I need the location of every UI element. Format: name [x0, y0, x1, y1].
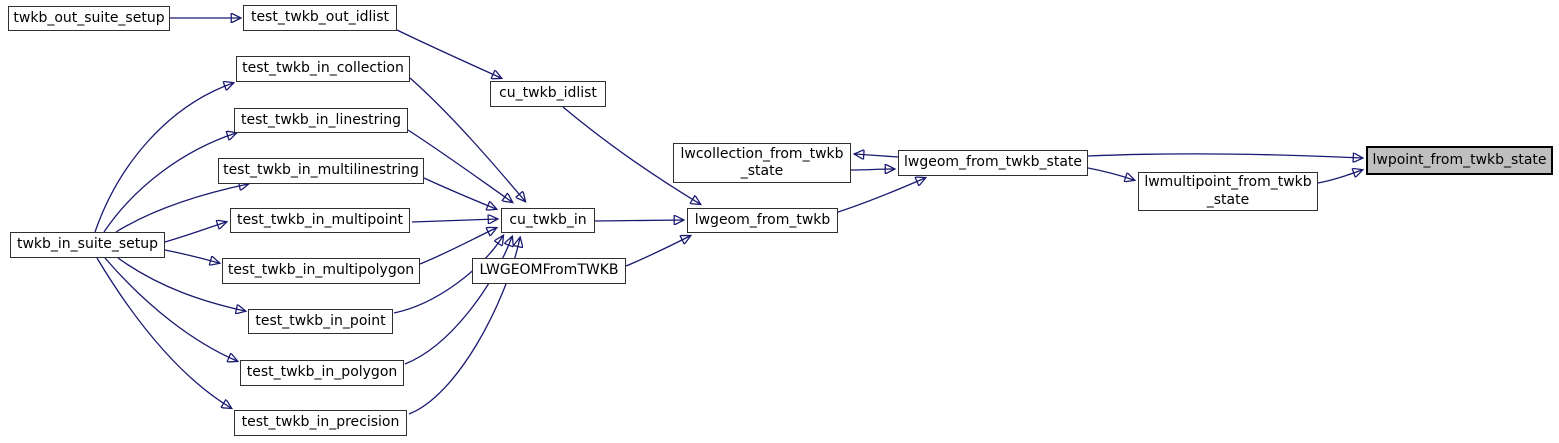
edge-twkb_in_suite_setup-test_twkb_in_multipolygon: [164, 249, 219, 263]
edge-twkb_in_suite_setup-test_twkb_in_linestring: [103, 133, 236, 233]
node-test_twkb_in_point[interactable]: test_twkb_in_point: [248, 309, 393, 334]
node-test_twkb_in_multipolygon[interactable]: test_twkb_in_multipolygon: [222, 258, 420, 284]
edge-test_twkb_in_linestring-cu_twkb_in: [407, 129, 512, 202]
node-twkb_out_suite_setup[interactable]: twkb_out_suite_setup: [8, 6, 170, 31]
node-cu_twkb_in[interactable]: cu_twkb_in: [501, 208, 595, 233]
node-label: twkb_in_suite_setup: [16, 236, 158, 253]
node-label: test_twkb_in_multipoint: [236, 211, 404, 228]
edge-lwgeom_from_twkb_state-lwpoint_from_twkb_state: [1087, 154, 1362, 158]
node-test_twkb_in_polygon[interactable]: test_twkb_in_polygon: [240, 360, 404, 386]
node-test_twkb_in_multipoint[interactable]: test_twkb_in_multipoint: [230, 208, 410, 233]
node-lwmultipoint_from_twkb_state[interactable]: lwmultipoint_from_twkb _state: [1138, 172, 1318, 211]
edge-twkb_in_suite_setup-test_twkb_in_collection: [94, 83, 233, 233]
node-cu_twkb_idlist[interactable]: cu_twkb_idlist: [490, 81, 606, 107]
node-label: lwpoint_from_twkb_state: [1372, 151, 1547, 168]
edge-twkb_in_suite_setup-test_twkb_in_precision: [96, 257, 231, 408]
edge-lwmultipoint_from_twkb_state-lwpoint_from_twkb_state: [1317, 170, 1362, 184]
node-label: test_twkb_in_multipolygon: [227, 262, 415, 279]
edge-twkb_in_suite_setup-test_twkb_in_multipoint: [164, 222, 226, 243]
edge-twkb_in_suite_setup-test_twkb_in_polygon: [104, 257, 237, 361]
node-label: test_twkb_in_polygon: [246, 364, 398, 381]
node-label: cu_twkb_in: [509, 211, 587, 228]
node-label: lwmultipoint_from_twkb _state: [1144, 174, 1312, 208]
node-label: lwcollection_from_twkb _state: [680, 145, 844, 180]
node-label: lwgeom_from_twkb: [694, 211, 831, 228]
node-test_twkb_in_collection[interactable]: test_twkb_in_collection: [236, 56, 410, 82]
node-label: cu_twkb_idlist: [499, 85, 597, 102]
edge-lwcollection_from_twkb_state-lwgeom_from_twkb_state: [850, 169, 894, 170]
node-label: lwgeom_from_twkb_state: [903, 154, 1083, 171]
edge-test_twkb_in_point-cu_twkb_in: [393, 236, 503, 314]
edge-lwgeom_from_twkb_state-lwcollection_from_twkb_state: [855, 154, 899, 157]
edge-test_twkb_in_multipoint-cu_twkb_in: [411, 219, 497, 222]
edge-cu_twkb_idlist-lwgeom_from_twkb: [562, 106, 700, 204]
node-label: test_twkb_in_multilinestring: [223, 162, 419, 179]
edge-LWGEOMFromTWKB-lwgeom_from_twkb: [625, 236, 690, 267]
node-lwgeom_from_twkb_state[interactable]: lwgeom_from_twkb_state: [898, 150, 1088, 176]
edge-test_twkb_out_idlist-cu_twkb_idlist: [396, 29, 501, 78]
edge-test_twkb_in_collection-cu_twkb_in: [409, 77, 525, 201]
node-label: test_twkb_in_collection: [242, 60, 404, 77]
node-lwcollection_from_twkb_state[interactable]: lwcollection_from_twkb _state: [673, 143, 851, 183]
edge-lwgeom_from_twkb_state-lwmultipoint_from_twkb_state: [1087, 167, 1134, 180]
edge-test_twkb_in_polygon-cu_twkb_in: [404, 237, 512, 365]
node-lwpoint_from_twkb_state: lwpoint_from_twkb_state: [1366, 146, 1553, 175]
edge-test_twkb_in_multipolygon-cu_twkb_in: [419, 228, 496, 265]
edge-lwgeom_from_twkb-lwgeom_from_twkb_state: [837, 178, 925, 213]
node-label: test_twkb_out_idlist: [250, 9, 390, 26]
node-test_twkb_in_linestring[interactable]: test_twkb_in_linestring: [234, 108, 408, 133]
node-label: test_twkb_in_point: [255, 312, 386, 329]
node-test_twkb_out_idlist[interactable]: test_twkb_out_idlist: [243, 5, 397, 31]
edge-twkb_in_suite_setup-test_twkb_in_multilinestring: [115, 184, 248, 233]
node-twkb_in_suite_setup[interactable]: twkb_in_suite_setup: [10, 232, 165, 258]
edge-twkb_in_suite_setup-test_twkb_in_point: [117, 257, 245, 311]
node-label: LWGEOMFromTWKB: [479, 262, 619, 279]
edge-cu_twkb_in-lwgeom_from_twkb: [594, 220, 683, 221]
node-test_twkb_in_precision[interactable]: test_twkb_in_precision: [234, 410, 407, 436]
node-test_twkb_in_multilinestring[interactable]: test_twkb_in_multilinestring: [218, 158, 424, 184]
edge-test_twkb_in_multilinestring-cu_twkb_in: [423, 177, 496, 209]
node-lwgeom_from_twkb[interactable]: lwgeom_from_twkb: [687, 208, 838, 233]
node-LWGEOMFromTWKB[interactable]: LWGEOMFromTWKB: [472, 258, 626, 284]
node-label: test_twkb_in_precision: [241, 414, 400, 431]
node-label: twkb_out_suite_setup: [13, 9, 165, 26]
node-label: test_twkb_in_linestring: [240, 111, 402, 128]
